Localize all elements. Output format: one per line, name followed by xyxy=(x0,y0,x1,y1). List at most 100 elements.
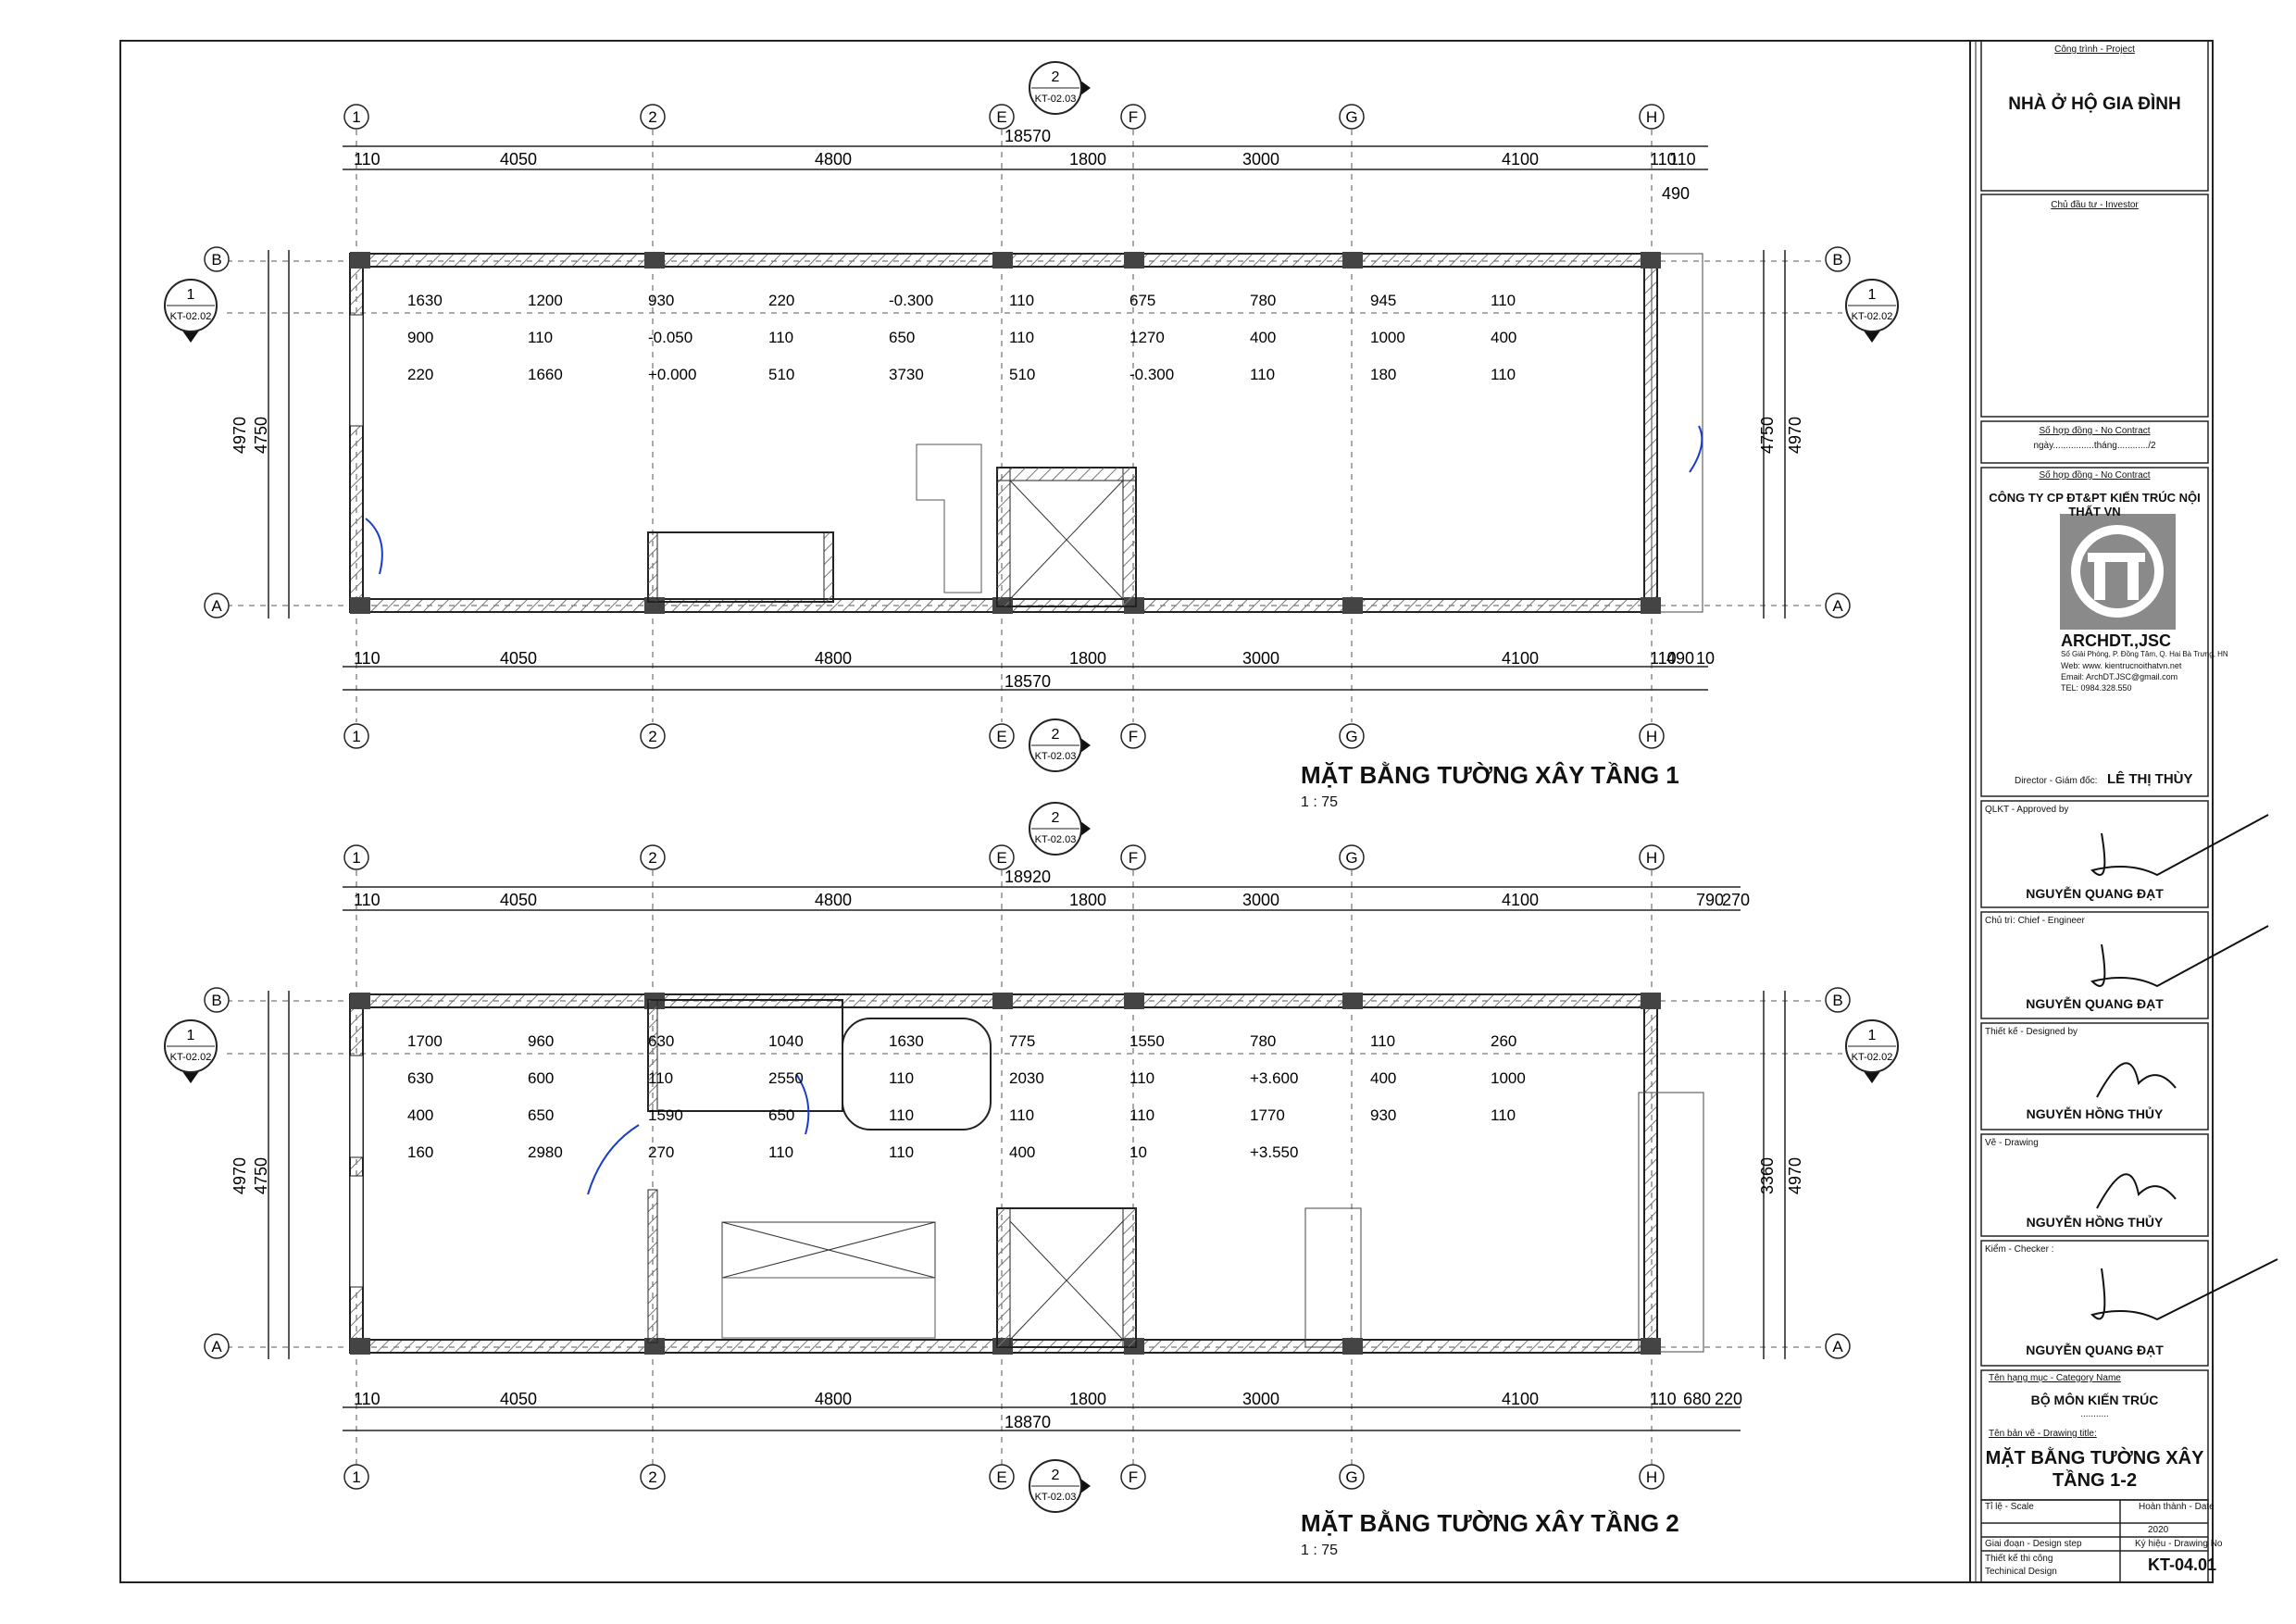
plan2-interior-dim-24: 110 xyxy=(889,1106,914,1124)
plan1-side-marker-left-ref: KT-02.02 xyxy=(170,311,212,322)
plan1-interior-dim-12: -0.050 xyxy=(648,329,693,346)
plan1-grid-bottom-2-label: E xyxy=(996,728,1006,745)
plan2-side-marker-left xyxy=(164,1019,218,1083)
plan2-interior-dim-33: 110 xyxy=(768,1143,793,1161)
plan1-grid-bottom-3 xyxy=(1120,723,1146,749)
plan1-grid-bottom-3-label: F xyxy=(1129,728,1138,745)
plan1-interior-dim-1: 1200 xyxy=(528,292,563,309)
plan1-interior-dim-0: 1630 xyxy=(407,292,443,309)
plan1-grid-bottom-0 xyxy=(343,723,369,749)
plan1-interior-dim-8: 945 xyxy=(1370,292,1396,309)
plan1-scale: 1 : 75 xyxy=(1301,794,1339,810)
floor-plan-1 xyxy=(227,130,1842,722)
project-name: NHÀ Ở HỘ GIA ĐÌNH xyxy=(2008,94,2181,114)
chief-label: Chủ trì: Chief - Engineer xyxy=(1985,916,2085,926)
plan2-section-marker-bottom-ref: KT-02.03 xyxy=(1035,1492,1077,1503)
plan2-interior-dim-2: 630 xyxy=(648,1032,674,1050)
plan2-interior-dim-14: 110 xyxy=(889,1069,914,1087)
category-dots: ........... xyxy=(2080,1409,2109,1419)
plan1-grid-bottom-4-label: G xyxy=(1345,728,1357,745)
plan1-grid-bottom-0-label: 1 xyxy=(352,728,360,745)
plan1-section-marker-bottom-ref: KT-02.03 xyxy=(1035,751,1077,762)
plan2-grid-bottom-2 xyxy=(989,1464,1015,1490)
plan1-title: MẶT BẰNG TƯỜNG XÂY TẦNG 1 xyxy=(1301,761,1679,789)
plan1-side-marker-right-ref: KT-02.02 xyxy=(1852,311,1893,322)
plan1-grid-bottom-4 xyxy=(1339,723,1365,749)
plan2-right-dim-b: 4970 xyxy=(1786,1157,1804,1194)
plan2-side-marker-left-ref: KT-02.02 xyxy=(170,1052,212,1063)
plan2-right-dim-a: 3360 xyxy=(1758,1157,1777,1194)
plan2-interior-dim-22: 1590 xyxy=(648,1106,683,1124)
plan1-interior-dim-13: 110 xyxy=(768,329,793,346)
plan1-top-dim-4: 3000 xyxy=(1242,150,1279,169)
plan1-grid-row-b-right xyxy=(1825,246,1851,272)
director-name: LÊ THỊ THÙY xyxy=(2107,771,2193,787)
design-step-label: Giai đoạn - Design step xyxy=(1985,1539,2082,1549)
plan1-interior-dim-21: 1660 xyxy=(528,366,563,383)
plan1-interior-dim-9: 110 xyxy=(1491,292,1516,309)
plan2-interior-dim-35: 400 xyxy=(1009,1143,1035,1161)
plan1-grid-row-b-right-label: B xyxy=(1832,251,1842,269)
plan2-side-marker-right-ref: KT-02.02 xyxy=(1852,1052,1893,1063)
plan1-top-total: 18570 xyxy=(1004,127,1051,145)
plan1-grid-top-4-label: G xyxy=(1345,108,1357,126)
plan2-grid-row-a-right-label: A xyxy=(1832,1338,1843,1355)
plan2-grid-top-3 xyxy=(1120,844,1146,870)
plan1-left-dim-0: 4970 xyxy=(231,417,249,454)
plan2-interior-dim-0: 1700 xyxy=(407,1032,443,1050)
drawing-no-label: Ký hiệu - Drawing No xyxy=(2135,1539,2223,1549)
plan1-top-extra: 490 xyxy=(1662,184,1690,203)
plan2-bottom-dim-4: 3000 xyxy=(1242,1390,1279,1408)
drawing-title-label: Tên bản vẽ - Drawing title: xyxy=(1989,1429,2097,1439)
plan2-top-dim-2: 4800 xyxy=(815,891,852,909)
plan2-interior-dim-30: 160 xyxy=(407,1143,433,1161)
plan2-grid-bottom-5 xyxy=(1639,1464,1665,1490)
plan2-bottom-dim-0: 110 xyxy=(354,1390,381,1408)
plan1-bottom-dim-7: 490 xyxy=(1666,649,1694,668)
plan1-bottom-dim-1: 4050 xyxy=(500,649,537,668)
plan2-grid-top-2 xyxy=(989,844,1015,870)
sheet-border xyxy=(119,40,2214,1583)
plan2-section-marker-bottom xyxy=(1029,1459,1091,1513)
plan2-interior-dim-34: 110 xyxy=(889,1143,914,1161)
plan1-interior-dim-10: 900 xyxy=(407,329,433,346)
plan1-grid-bottom-5-label: H xyxy=(1646,728,1657,745)
plan1-bottom-dim-5: 4100 xyxy=(1502,649,1539,668)
investor-label: Chủ đầu tư - Investor xyxy=(2051,200,2139,210)
plan2-interior-dim-3: 1040 xyxy=(768,1032,804,1050)
plan2-grid-bottom-1 xyxy=(640,1464,666,1490)
designed-name: NGUYỄN HỒNG THỦY xyxy=(2026,1106,2164,1121)
plan2-top-dim-3: 1800 xyxy=(1069,891,1106,909)
plan2-grid-top-4-label: G xyxy=(1345,849,1357,867)
plan1-grid-bottom-5 xyxy=(1639,723,1665,749)
drawing-title-1: MẶT BẰNG TƯỜNG XÂY xyxy=(1985,1448,2204,1468)
step-value-2: Techinical Design xyxy=(1985,1567,2057,1577)
plan1-interior-dim-25: 510 xyxy=(1009,366,1035,383)
plan1-interior-dim-27: 110 xyxy=(1250,366,1275,383)
plan2-bottom-dim-6: 110 xyxy=(1650,1390,1677,1408)
plan1-grid-row-b-left-label: B xyxy=(211,251,221,269)
plan2-section-marker-top-num: 2 xyxy=(1052,810,1060,826)
date-label: Hoàn thành - Date xyxy=(2139,1502,2215,1512)
category-name: BỘ MÔN KIẾN TRÚC xyxy=(2030,1393,2159,1407)
plan2-interior-dim-19: 1000 xyxy=(1491,1069,1526,1087)
plan1-bottom-dim-2: 4800 xyxy=(815,649,852,668)
plan2-grid-row-b-left xyxy=(204,987,230,1013)
plan1-grid-row-a-left-label: A xyxy=(211,597,222,615)
plan1-interior-dim-17: 400 xyxy=(1250,329,1276,346)
plan1-grid-top-3 xyxy=(1120,104,1146,130)
plan1-top-dim-7: 110 xyxy=(1669,150,1696,169)
plan2-top-dim-7: 270 xyxy=(1722,891,1750,909)
plan1-bottom-dim-4: 3000 xyxy=(1242,649,1279,668)
plan1-interior-dim-28: 180 xyxy=(1370,366,1396,383)
plan2-interior-dim-36: 10 xyxy=(1129,1143,1147,1161)
plan2-interior-dim-31: 2980 xyxy=(528,1143,563,1161)
plan1-grid-row-a-left xyxy=(204,593,230,618)
plan1-grid-top-0 xyxy=(343,104,369,130)
checker-label: Kiểm - Checker : xyxy=(1985,1244,2054,1255)
plan1-grid-bottom-1-label: 2 xyxy=(648,728,656,745)
plan1-side-marker-right xyxy=(1845,279,1899,343)
company-name: CÔNG TY CP ĐT&PT KIẾN TRÚC NỘI THẤT VN xyxy=(1989,491,2201,518)
plan2-bottom-dim-7: 680 xyxy=(1683,1390,1711,1408)
logo-text: ARCHDT.,JSC xyxy=(2061,631,2172,650)
